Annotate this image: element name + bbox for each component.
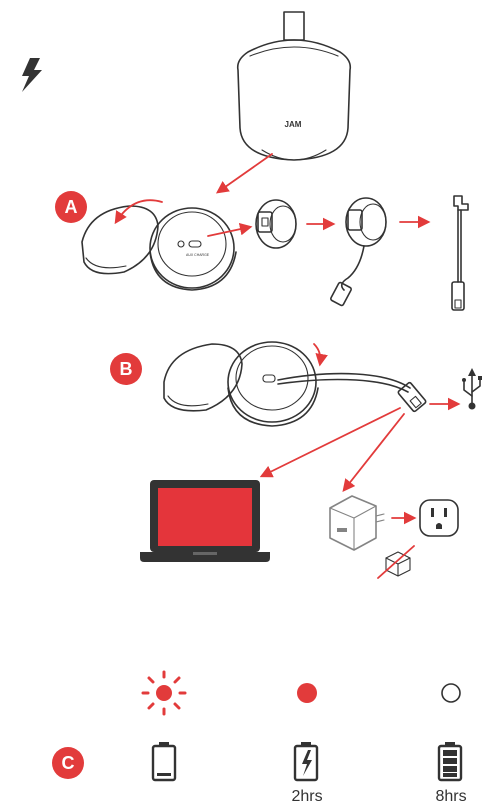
- arrow-to-wall-charger: [342, 413, 405, 492]
- step-b-badge: B: [110, 353, 142, 385]
- arrow-to-laptop: [259, 407, 401, 478]
- cable-unwinding: [330, 197, 387, 307]
- battery-full-icon: [437, 742, 463, 782]
- full-time-label: 8hrs: [435, 788, 466, 805]
- solid-red-dot-icon: [297, 683, 317, 703]
- speaker-illustration: JAM: [236, 11, 352, 161]
- cable-coil-1: [255, 199, 297, 249]
- step-c-badge: C: [52, 747, 84, 779]
- step-a-letter: A: [65, 197, 78, 217]
- hollow-dot-icon: [441, 683, 461, 703]
- step-c-letter: C: [62, 753, 75, 773]
- step-a-badge: A: [55, 191, 87, 223]
- charge-time-label: 2hrs: [291, 788, 322, 805]
- base-with-lid-open-a: AUX CHARGE: [81, 199, 253, 291]
- lightning-bolt-icon: [22, 58, 42, 92]
- step-b-letter: B: [120, 359, 133, 379]
- base-with-cable-b: [163, 341, 427, 427]
- straight-usb-cable: [451, 195, 469, 311]
- laptop-icon: [140, 480, 270, 562]
- battery-empty-icon: [151, 742, 177, 782]
- sun-blink-icon: [141, 670, 187, 716]
- battery-charging-icon: [293, 742, 319, 782]
- wall-charger-icon: [329, 495, 385, 551]
- box-not-included-icon: [377, 545, 415, 579]
- svg-text:JAM: JAM: [285, 120, 302, 129]
- arrow-speaker-to-base: [215, 153, 273, 194]
- usb-icon: [462, 368, 482, 410]
- svg-text:AUX CHARGE: AUX CHARGE: [186, 253, 210, 257]
- wall-outlet-icon: [419, 499, 459, 537]
